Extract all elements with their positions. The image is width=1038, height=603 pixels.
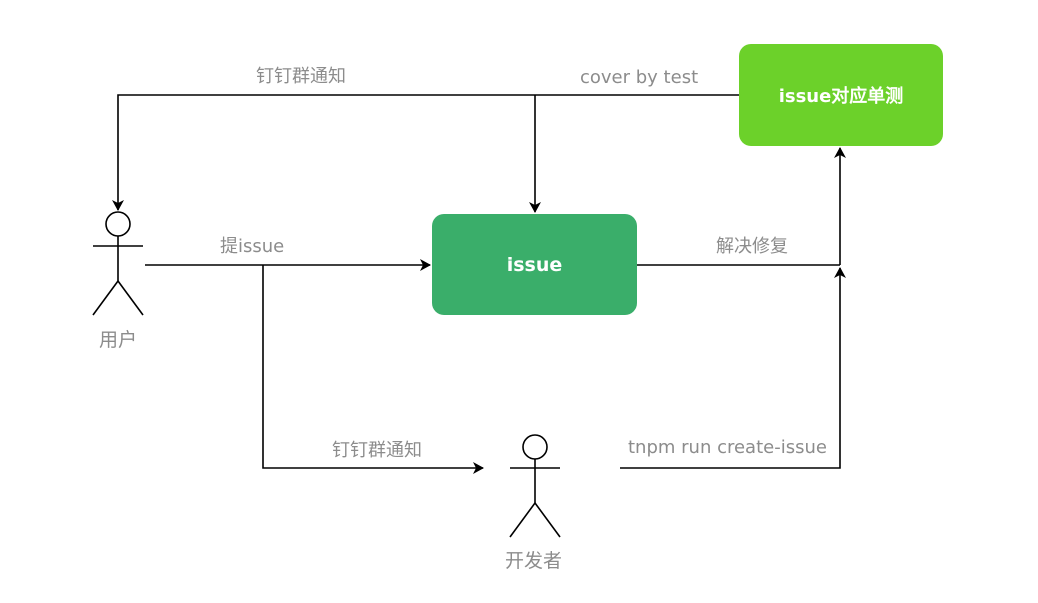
edge-label-cover-by-test: cover by test bbox=[580, 67, 699, 88]
edge-label-notify-user: 钉钉群通知 bbox=[256, 66, 346, 87]
edge-label-submit-issue: 提issue bbox=[220, 236, 285, 257]
user-actor-icon bbox=[92, 211, 144, 316]
developer-actor-label: 开发者 bbox=[505, 550, 563, 572]
developer-actor-icon bbox=[509, 434, 561, 538]
issue-node[interactable]: issue bbox=[432, 214, 637, 315]
edge-label-notify-developer: 钉钉群通知 bbox=[332, 440, 422, 461]
edge-label-create-issue-cmd: tnpm run create-issue bbox=[628, 437, 827, 458]
edge-label-fix: 解决修复 bbox=[716, 236, 788, 257]
edge-create-issue-cmd bbox=[620, 267, 846, 469]
issue-test-node[interactable]: issue对应单测 bbox=[739, 44, 943, 146]
user-actor-label: 用户 bbox=[99, 329, 138, 351]
edge-notify-developer bbox=[262, 265, 484, 474]
edge-notify-user bbox=[112, 94, 739, 211]
